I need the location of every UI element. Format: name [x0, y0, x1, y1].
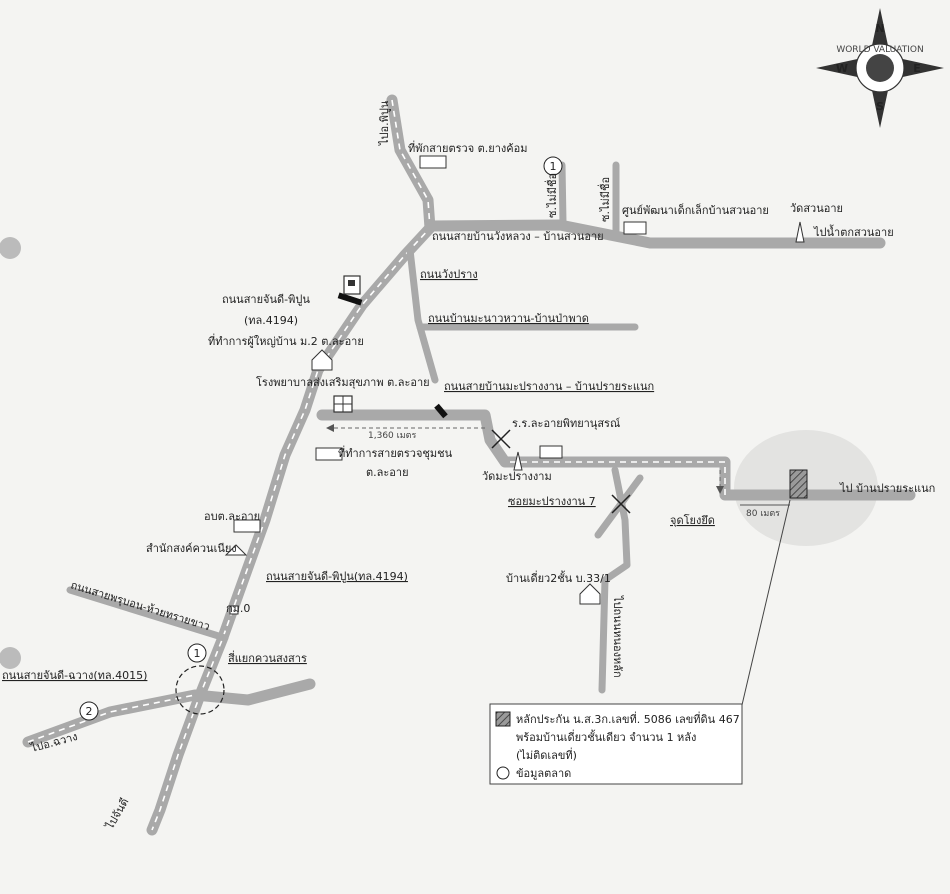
- compass-rose: N S W E WORLD VALUATION: [816, 8, 944, 128]
- label-road-chandi-pipoon-bottom: ถนนสายจันดี-พิปูน(ทล.4194): [266, 570, 408, 583]
- label-road-wangprang: ถนนวังปราง: [420, 268, 478, 281]
- legend-leader-line: [741, 499, 791, 706]
- compass-north: N: [875, 22, 884, 35]
- svg-text:2: 2: [86, 705, 93, 718]
- label-reference-point: จุดโยงยึด: [670, 513, 715, 527]
- label-distance-1360: 1,360 เมตร: [368, 431, 416, 441]
- marker-circle-2: 2: [79, 701, 99, 721]
- punch-hole-top: [0, 237, 21, 259]
- gas-station-icon: [343, 275, 361, 295]
- legend-collateral-swatch: [495, 711, 511, 727]
- compass-west: W: [836, 62, 848, 75]
- road-phrubon: [66, 586, 229, 642]
- road-marker-4194: [337, 292, 363, 306]
- label-to-prai-ranaek: ไป บ้านปรายระแนก: [839, 482, 935, 495]
- punch-hole-bottom: [0, 647, 21, 669]
- label-checkpoint: ที่พักสายตรวจ ต.ยางค้อม: [408, 140, 528, 155]
- label-to-waterfall: ไปน้ำตกสวนอาย: [813, 224, 894, 239]
- legend-collateral-line2: พร้อมบ้านเดี่ยวชั้นเดียว จำนวน 1 หลัง: [516, 729, 696, 744]
- legend: หลักประกัน น.ส.3ก.เลขที่. 5086 เลขที่ดิน…: [489, 703, 743, 785]
- road-network: [22, 94, 916, 836]
- legend-market-symbol: [496, 766, 510, 780]
- legend-collateral-line1: หลักประกัน น.ส.3ก.เลขที่. 5086 เลขที่ดิน…: [516, 711, 740, 726]
- marker-circle-1: 1: [543, 156, 563, 176]
- label-road-chandi-chawang: ถนนสายจันดี-ฉวาง(ทล.4015): [2, 669, 147, 682]
- road-4194: [146, 94, 436, 836]
- road-marker-mapraang: [434, 403, 448, 419]
- legend-market-data: ข้อมูลตลาด: [516, 767, 571, 780]
- label-hospital: โรงพยาบาลส่งเสริมสุขภาพ ต.ละอาย: [256, 375, 430, 389]
- label-child-center: ศูนย์พัฒนาเด็กเล็กบ้านสวนอาย: [622, 203, 769, 217]
- label-soi-2: ซ.ไม่มีชื่อ: [597, 177, 612, 222]
- label-wat-suan-ai: วัดสวนอาย: [790, 202, 843, 215]
- label-wat-mapraang: วัดมะปรางงาม: [482, 470, 552, 483]
- km-post-icon: [229, 605, 239, 615]
- svg-text:1: 1: [194, 647, 201, 660]
- label-km-0: กม.0: [226, 602, 250, 615]
- road-soi-1: [558, 161, 567, 226]
- legend-collateral-line3: (ไม่ติดเลขที่): [516, 747, 577, 762]
- road-wangprang: [406, 246, 439, 384]
- label-road-phrubon: ถนนสายพรุบอน-ห้วยทรายขาว: [69, 578, 211, 633]
- label-soi-mapraang-7: ซอยมะปรางงาน 7: [508, 495, 596, 508]
- hospital-icon: [333, 395, 353, 413]
- label-house-2-storey: บ้านเดี่ยว2ชั้น บ.33/1: [506, 570, 611, 585]
- label-to-pipoon: ไปอ.พิปูน: [378, 100, 391, 146]
- compass-south: S: [876, 100, 884, 113]
- bridge-icon: [491, 429, 631, 514]
- building-icon: [233, 155, 647, 533]
- label-village-head-office: ที่ทำการผู้ใหญ่บ้าน ม.2 ต.ละอาย: [208, 333, 364, 348]
- label-road-wanglaung: ถนนสายบ้านวังหลวง – บ้านสวนอาย: [432, 230, 604, 243]
- label-road-manao-pa: ถนนบ้านมะนาวหวาน-บ้านป่าพาด: [428, 312, 589, 325]
- label-road-mapraang: ถนนสายบ้านมะปรางงาน – บ้านปรายระแนก: [444, 380, 654, 393]
- label-school: ร.ร.ละอายพิทยานุสรณ์: [512, 417, 620, 430]
- subject-parcel: [789, 469, 808, 499]
- label-community-police-2: ต.ละอาย: [366, 466, 409, 479]
- label-road-chandi-pipoon-top: ถนนสายจันดี-พิปูน: [222, 293, 310, 306]
- road-wanglaung: [424, 219, 886, 249]
- compass-east: E: [913, 62, 921, 75]
- label-soi-1: ซ.ไม่มีชื่อ: [544, 173, 559, 218]
- label-to-chandi: ไปจันดี: [103, 796, 132, 832]
- marker-circle-1b: 1: [187, 643, 207, 663]
- label-aobt: อบต.ละอาย: [204, 510, 260, 523]
- label-community-police-1: ที่ทำการสายตรวจชุมชน: [338, 445, 453, 460]
- intersection-circle: [175, 665, 225, 715]
- svg-text:1: 1: [550, 160, 557, 173]
- label-distance-80: 80 เมตร: [746, 509, 780, 519]
- label-to-nonghlak: ไปถนนหนองหลัก: [611, 595, 624, 678]
- label-intersection: สี่แยกควนสงสาร: [228, 650, 307, 665]
- house-icon: [311, 349, 601, 605]
- label-priest-office: สำนักสงค์ควนเนียง: [146, 542, 237, 555]
- temple-icon: [224, 221, 805, 556]
- label-route-4194-top: (ทล.4194): [244, 314, 298, 327]
- compass-brand: WORLD VALUATION: [836, 45, 923, 55]
